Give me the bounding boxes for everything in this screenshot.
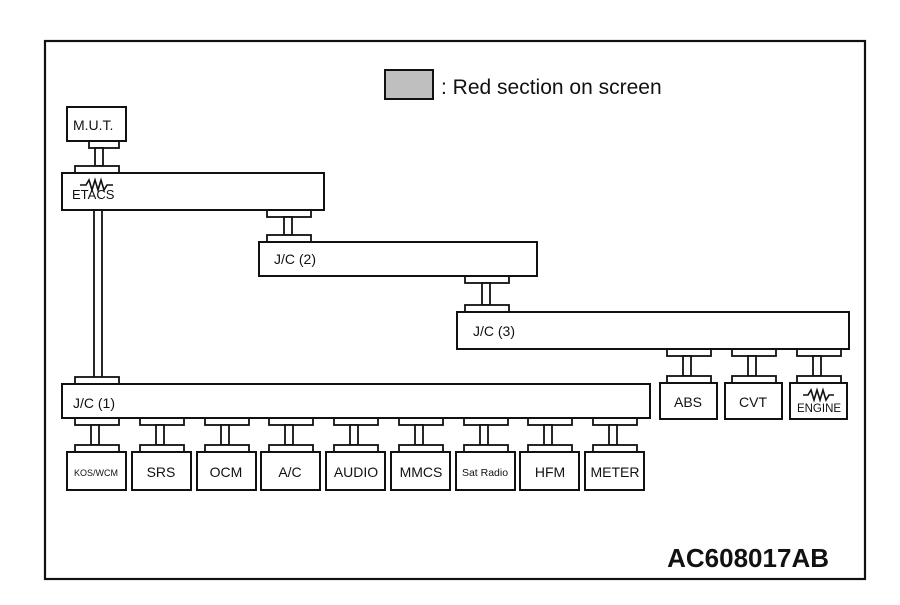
node-ocm: OCM: [196, 451, 257, 491]
node-srs: SRS: [131, 451, 192, 491]
node-srs-label: SRS: [147, 464, 176, 480]
node-engine-label: ENGINE: [797, 403, 841, 415]
node-etacs: ETACS: [61, 172, 325, 211]
node-mut: M.U.T.: [66, 106, 127, 142]
node-sat-radio: Sat Radio: [455, 451, 516, 491]
node-hfm: HFM: [519, 451, 580, 491]
node-sat-radio-label: Sat Radio: [462, 467, 508, 479]
node-meter: METER: [584, 451, 645, 491]
node-cvt-label: CVT: [739, 394, 767, 410]
node-audio: AUDIO: [325, 451, 386, 491]
diagram-frame: [43, 39, 867, 581]
resistor-icon: [80, 177, 113, 193]
node-ocm-label: OCM: [210, 464, 243, 480]
node-mmcs-label: MMCS: [400, 464, 443, 480]
node-jc1: J/C (1): [61, 383, 651, 419]
node-jc2: J/C (2): [258, 241, 538, 277]
node-kos-wcm-label: KOS/WCM: [74, 468, 118, 478]
wires: [74, 140, 842, 453]
node-jc3-label: J/C (3): [473, 323, 515, 339]
node-jc1-label: J/C (1): [73, 395, 115, 411]
node-mmcs: MMCS: [390, 451, 451, 491]
node-mut-label: M.U.T.: [73, 117, 113, 133]
legend: : Red section on screen: [384, 69, 662, 100]
figure-id: AC608017AB: [667, 543, 829, 573]
node-hfm-label: HFM: [535, 464, 565, 480]
node-meter-label: METER: [591, 464, 640, 480]
node-etacs-label: ETACS: [72, 187, 115, 202]
node-engine: ENGINE: [789, 382, 848, 420]
node-abs-label: ABS: [674, 394, 702, 410]
node-ac: A/C: [260, 451, 321, 491]
legend-swatch: [384, 69, 434, 100]
resistor-icon: [803, 387, 834, 403]
node-audio-label: AUDIO: [334, 464, 378, 480]
node-ac-label: A/C: [278, 464, 301, 480]
node-cvt: CVT: [724, 382, 783, 420]
node-kos-wcm: KOS/WCM: [66, 451, 127, 491]
legend-text: : Red section on screen: [441, 76, 662, 99]
node-jc2-label: J/C (2): [274, 251, 316, 267]
node-jc3: J/C (3): [456, 311, 850, 350]
node-abs: ABS: [659, 382, 718, 420]
